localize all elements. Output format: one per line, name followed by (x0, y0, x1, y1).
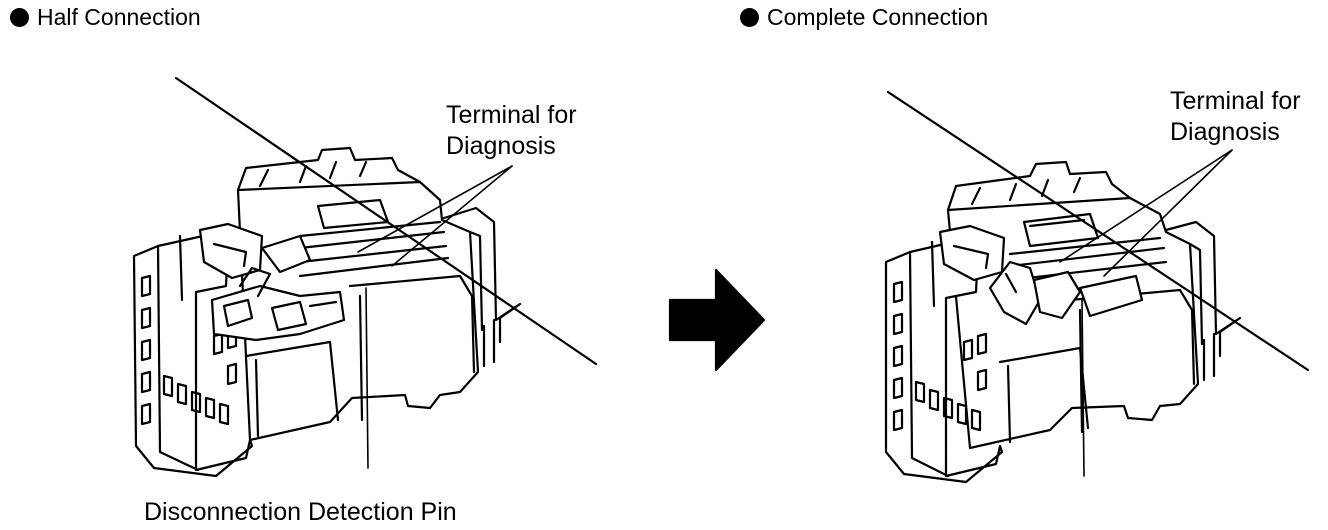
connector-complete-connection (884, 160, 1242, 484)
bullet-icon (740, 8, 759, 27)
right-arrow-icon (668, 268, 766, 372)
leader-line-right-terminal-b (1103, 149, 1233, 277)
bullet-icon (10, 8, 29, 27)
leader-line-right-terminal-a (1059, 149, 1233, 263)
leader-line-right-diagonal (886, 90, 1310, 372)
leader-line-detection-pin (365, 287, 369, 469)
leader-line-left-terminal-b (391, 165, 513, 267)
heading-half-text: Half Connection (37, 4, 201, 30)
heading-complete-text: Complete Connection (767, 4, 989, 30)
leader-line-right-pin (1081, 299, 1085, 477)
leader-line-left-diagonal (174, 76, 598, 366)
label-terminal-for-diagnosis-right: Terminal for Diagnosis (1170, 87, 1301, 146)
label-terminal-for-diagnosis-left: Terminal for Diagnosis (446, 101, 577, 160)
label-disconnection-detection-pin: Disconnection Detection Pin (144, 498, 457, 526)
leader-line-left-terminal-a (357, 165, 513, 253)
connector-half-connection (132, 146, 522, 478)
heading-complete-connection: Complete Connection (740, 4, 988, 31)
heading-half-connection: Half Connection (10, 4, 201, 31)
